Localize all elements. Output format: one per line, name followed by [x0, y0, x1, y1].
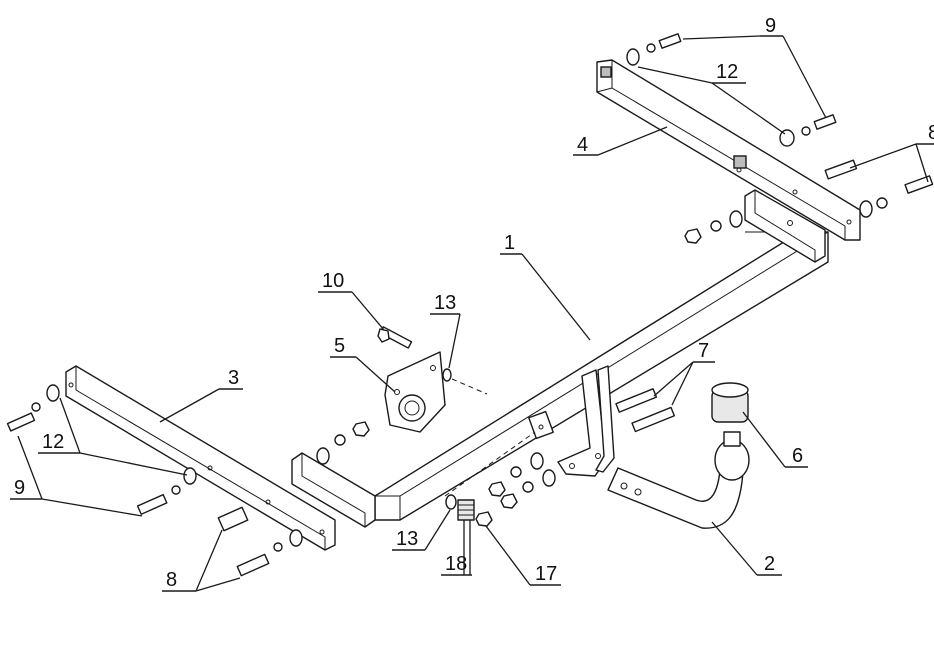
- callout-17-label: 17: [535, 563, 557, 585]
- callout-12-top: 12: [637, 61, 786, 135]
- callout-5-label: 5: [334, 335, 345, 357]
- callout-2: 2: [711, 521, 782, 576]
- callout-9-top-label: 9: [765, 15, 776, 37]
- bolts-9-left: [6, 384, 197, 515]
- callout-13-lower: 13: [392, 509, 451, 551]
- callout-4-label: 4: [577, 134, 588, 156]
- callout-1-label: 1: [504, 232, 515, 254]
- tow-ball: [711, 382, 750, 481]
- callout-8-left-label: 8: [166, 569, 177, 591]
- right-side-bracket: [596, 59, 861, 241]
- callout-18-label: 18: [445, 553, 467, 575]
- callout-12-left-label: 12: [42, 431, 64, 453]
- callout-9-left-label: 9: [14, 477, 25, 499]
- bolt-10: [377, 326, 413, 349]
- callout-18: 18: [441, 520, 472, 576]
- tube-right-plate: [744, 189, 826, 263]
- callout-10-label: 10: [322, 270, 344, 292]
- hitch-nuts: [488, 452, 556, 509]
- callout-8-right: 8: [849, 122, 934, 183]
- bolts-8-right: [824, 159, 934, 218]
- right-plate-nuts: [684, 210, 743, 244]
- spring-assembly: [445, 494, 493, 527]
- callout-4: 4: [573, 126, 668, 156]
- callout-6: 6: [742, 411, 808, 468]
- bolts-7: [615, 388, 676, 433]
- left-plate-nuts: [316, 421, 370, 465]
- callout-7-label: 7: [698, 340, 709, 362]
- tube-left-plate: [291, 452, 376, 528]
- callout-10: 10: [318, 270, 385, 331]
- callout-8-right-label: 8: [928, 122, 934, 144]
- hitch-bracket: [528, 365, 615, 477]
- callout-13-lower-label: 13: [396, 528, 418, 550]
- bolt-9-top: [626, 33, 682, 66]
- left-side-bracket: [65, 365, 336, 551]
- callout-9-top: 9: [682, 15, 827, 119]
- socket-plate: [384, 351, 446, 433]
- callout-17: 17: [485, 525, 561, 586]
- callout-13-upper-label: 13: [434, 292, 456, 314]
- callout-13-upper: 13: [430, 292, 461, 369]
- callout-6-label: 6: [792, 445, 803, 467]
- callout-2-label: 2: [764, 553, 775, 575]
- callout-12-left: 12: [38, 397, 188, 476]
- bolts-8-left: [217, 506, 303, 577]
- callout-12-top-label: 12: [716, 61, 738, 83]
- callout-3: 3: [159, 367, 243, 423]
- callout-8-left: 8: [162, 529, 241, 592]
- bolt-9-mid: [779, 114, 837, 147]
- washer-13-upper: [442, 368, 452, 382]
- callout-3-label: 3: [228, 367, 239, 389]
- callout-1: 1: [500, 232, 591, 341]
- callout-9-left: 9: [10, 435, 143, 517]
- callout-5: 5: [330, 335, 396, 393]
- callout-7: 7: [653, 340, 715, 406]
